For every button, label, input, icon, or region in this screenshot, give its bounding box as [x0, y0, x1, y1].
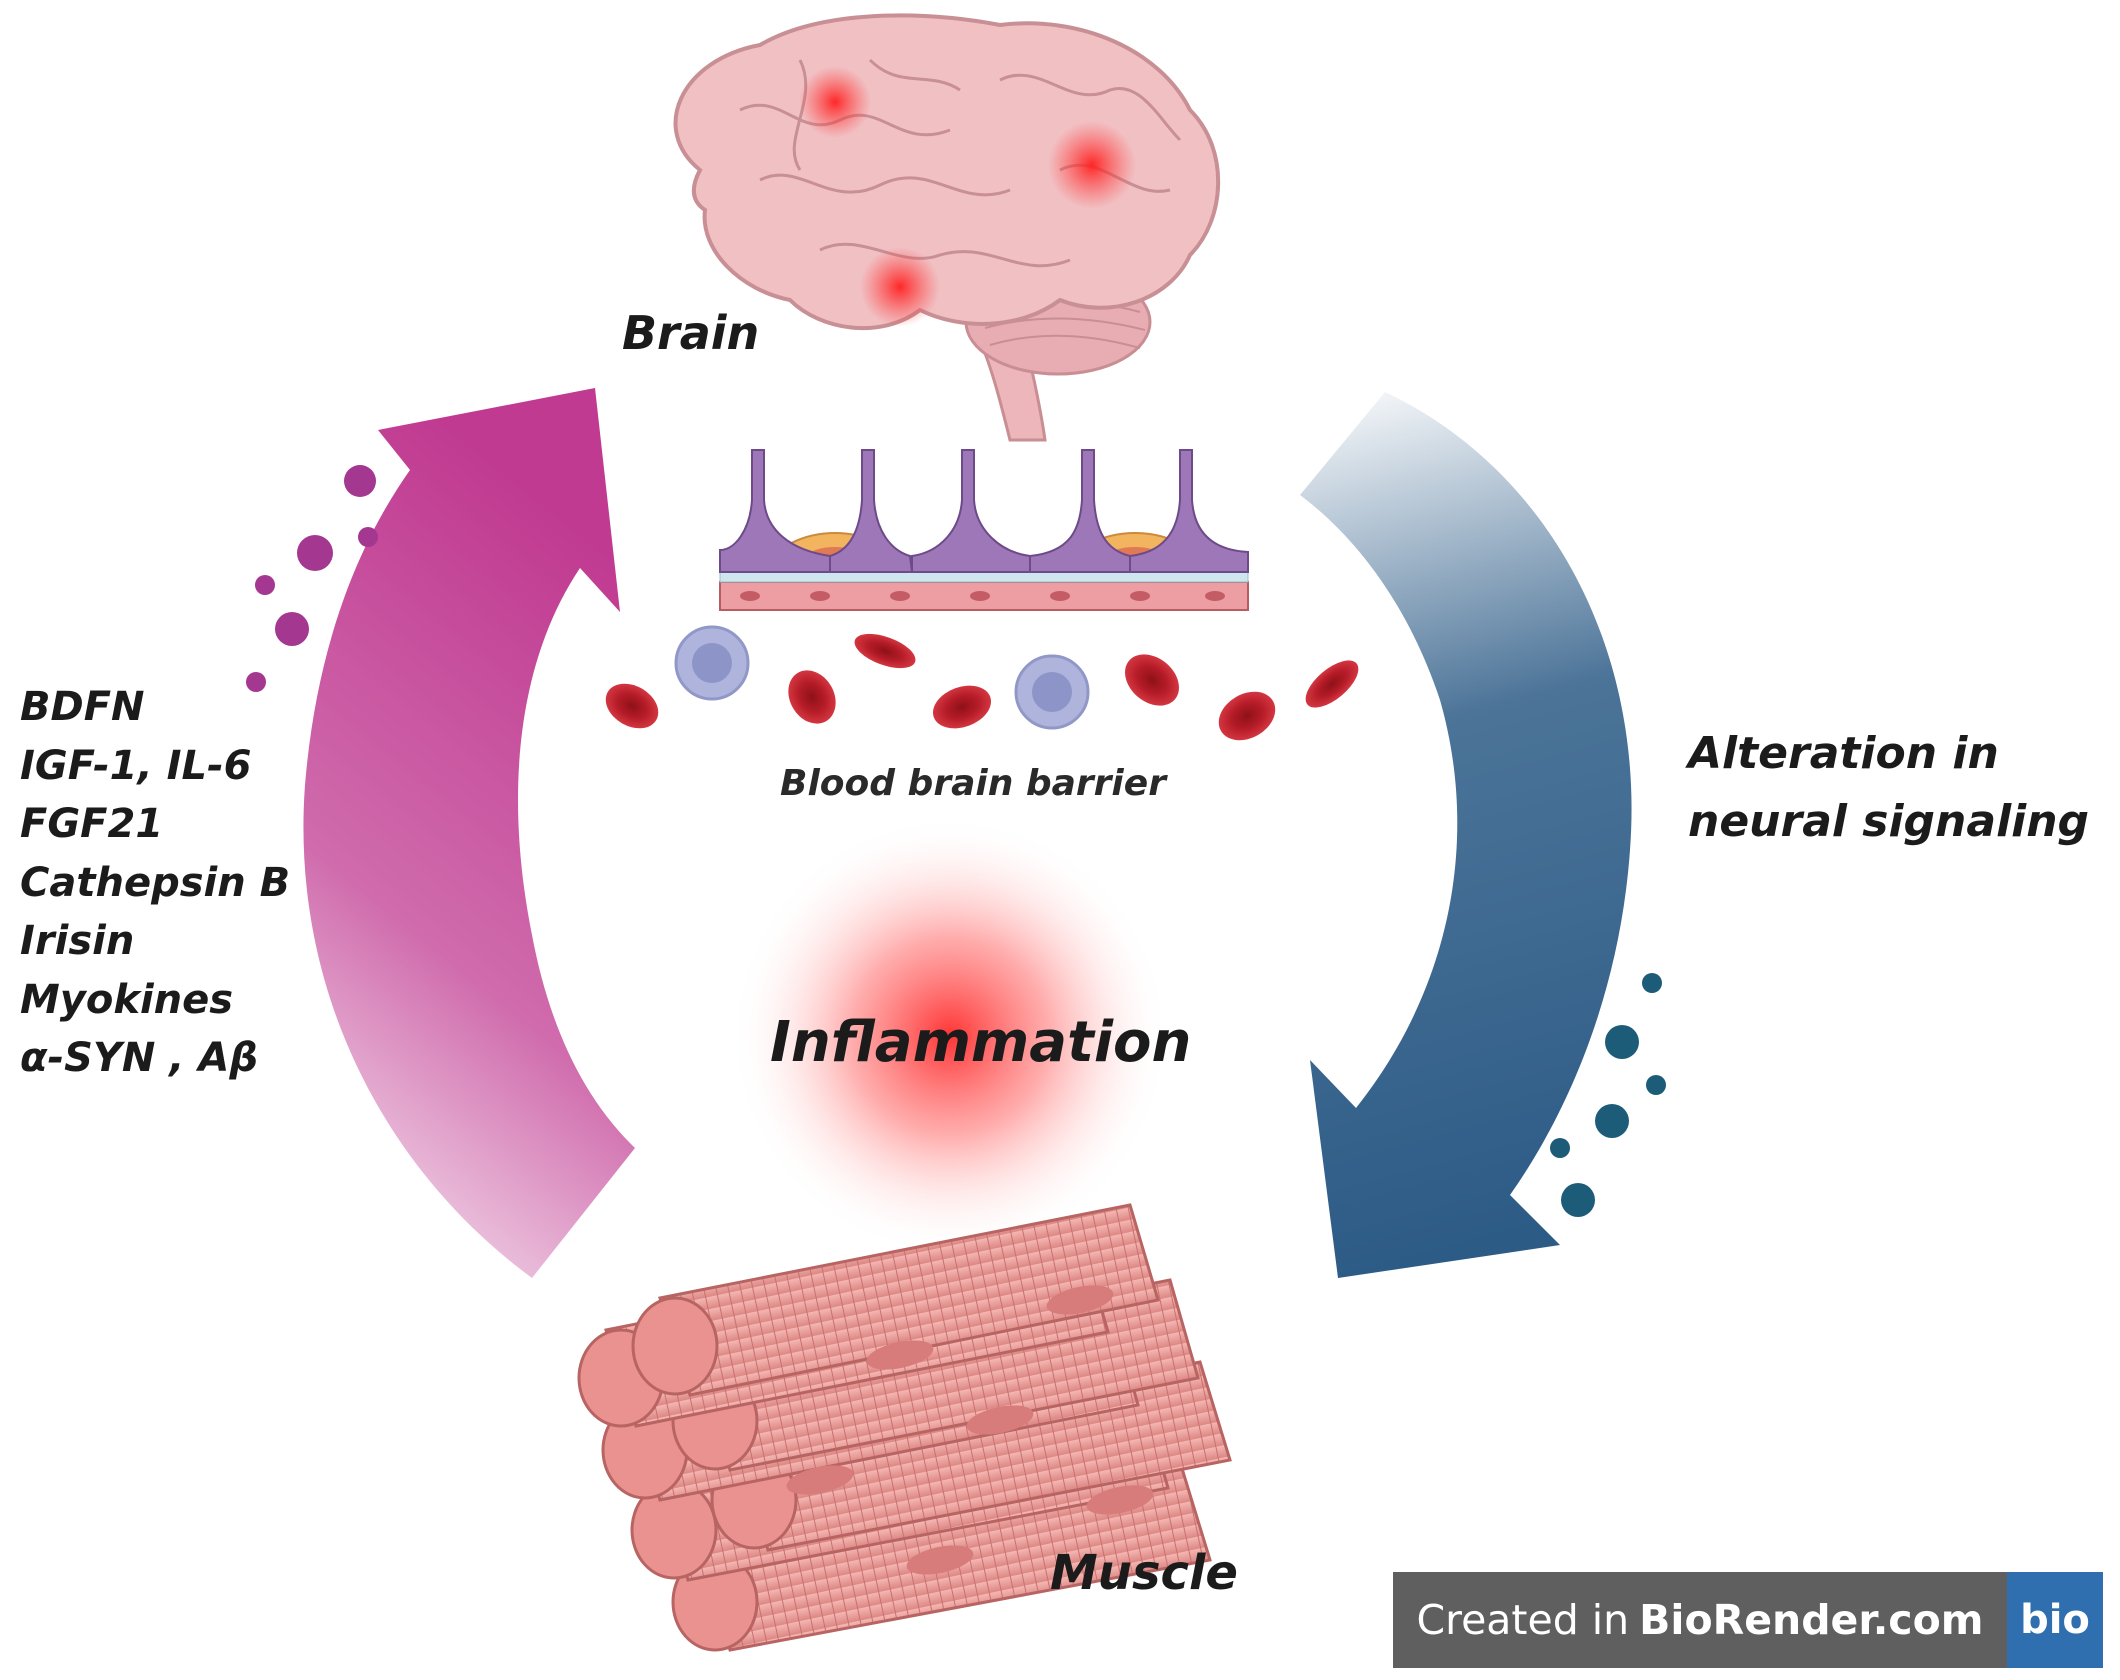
factor-item: α-SYN , Aβ — [20, 1035, 258, 1081]
brain-illustration — [673, 13, 1221, 442]
factor-item: Cathepsin B — [20, 859, 291, 906]
factor-item: BDFN — [20, 684, 145, 730]
signal-dots — [1550, 973, 1666, 1217]
neural-signaling-label: Alteration in neural signaling — [1688, 720, 2089, 856]
red-blood-cell-icon — [1125, 654, 1179, 706]
brain-to-muscle-arrow — [1300, 392, 1632, 1278]
blood-cells — [605, 625, 1359, 741]
factor-item: Myokines — [20, 976, 234, 1023]
red-blood-cell-icon — [932, 685, 992, 729]
biorender-logo-icon: bio — [2007, 1572, 2103, 1668]
inflammation-glow — [730, 816, 1170, 1256]
watermark-prefix: Created in — [1416, 1596, 1630, 1644]
red-blood-cell-icon — [605, 683, 659, 729]
neural-signaling-label-line2: neural signaling — [1688, 796, 2090, 847]
watermark-brand: BioRender.com — [1639, 1596, 1984, 1644]
neural-signaling-label-line1: Alteration in — [1688, 728, 1999, 779]
factor-item: FGF21 — [20, 801, 164, 847]
red-blood-cell-icon — [788, 670, 836, 724]
red-blood-cell-icon — [1305, 660, 1359, 708]
blood-brain-barrier-label: Blood brain barrier — [780, 763, 1166, 804]
myokine-dots — [246, 465, 378, 692]
brain-label: Brain — [622, 306, 760, 360]
watermark-text: Created in BioRender.com — [1393, 1572, 2007, 1668]
muscle-label: Muscle — [1050, 1545, 1238, 1601]
muscle-to-brain-arrow — [303, 388, 635, 1278]
biorender-watermark: Created in BioRender.com bio — [1393, 1572, 2103, 1668]
muscle-fiber-bundle-illustration — [577, 1203, 1232, 1652]
inflammation-label: Inflammation — [770, 1010, 1192, 1075]
red-blood-cell-icon — [854, 633, 916, 669]
red-blood-cell-icon — [1218, 691, 1276, 741]
myokine-factor-list: BDFN IGF-1, IL-6 FGF21 Cathepsin B Irisi… — [20, 678, 290, 1088]
blood-brain-barrier-illustration — [719, 449, 1249, 611]
factor-item: IGF-1, IL-6 — [20, 742, 252, 789]
factor-item: Irisin — [20, 918, 135, 964]
